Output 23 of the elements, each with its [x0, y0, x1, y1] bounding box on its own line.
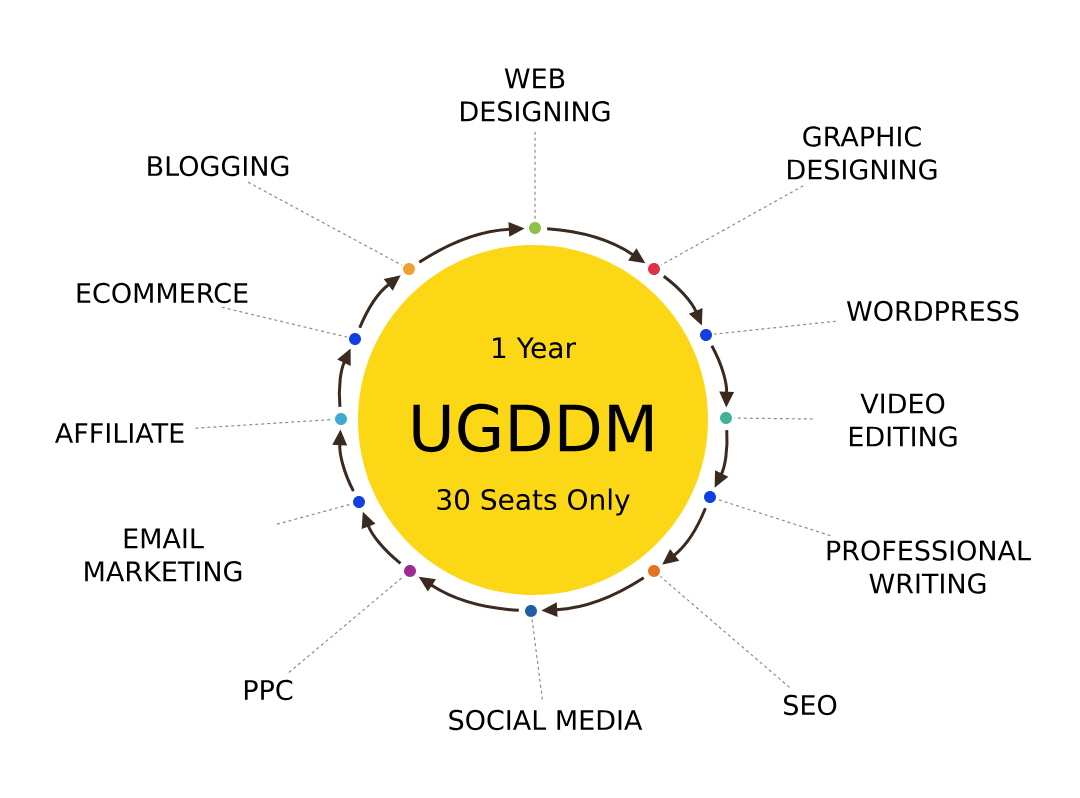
topic-label: WORDPRESS [846, 300, 1019, 322]
topic-label: SEO [784, 694, 837, 716]
topic-label: WEB DESIGNING [461, 68, 610, 122]
topic-label: EMAIL MARKETING [85, 528, 242, 582]
leader-line [660, 185, 804, 266]
leader-line [717, 498, 831, 537]
topic-label: ECOMMERCE [77, 282, 248, 304]
leader-line [247, 181, 403, 266]
topic-label: PPC [244, 679, 293, 701]
leader-line [221, 306, 348, 338]
leader-line [659, 575, 791, 688]
topic-label: BLOGGING [148, 155, 289, 177]
topic-label: PROFESSIONAL WRITING [827, 540, 1031, 594]
topic-label: GRAPHIC DESIGNING [788, 126, 937, 180]
topic-label: SOCIAL MEDIA [449, 709, 643, 731]
leader-line [733, 417, 814, 420]
leader-line [531, 618, 543, 701]
topic-label: VIDEO EDITING [849, 393, 957, 447]
topic-label: AFFILIATE [55, 423, 184, 443]
leader-line [276, 503, 352, 525]
leader-line [713, 320, 837, 335]
leader-line [534, 131, 536, 221]
leader-line [288, 575, 405, 674]
